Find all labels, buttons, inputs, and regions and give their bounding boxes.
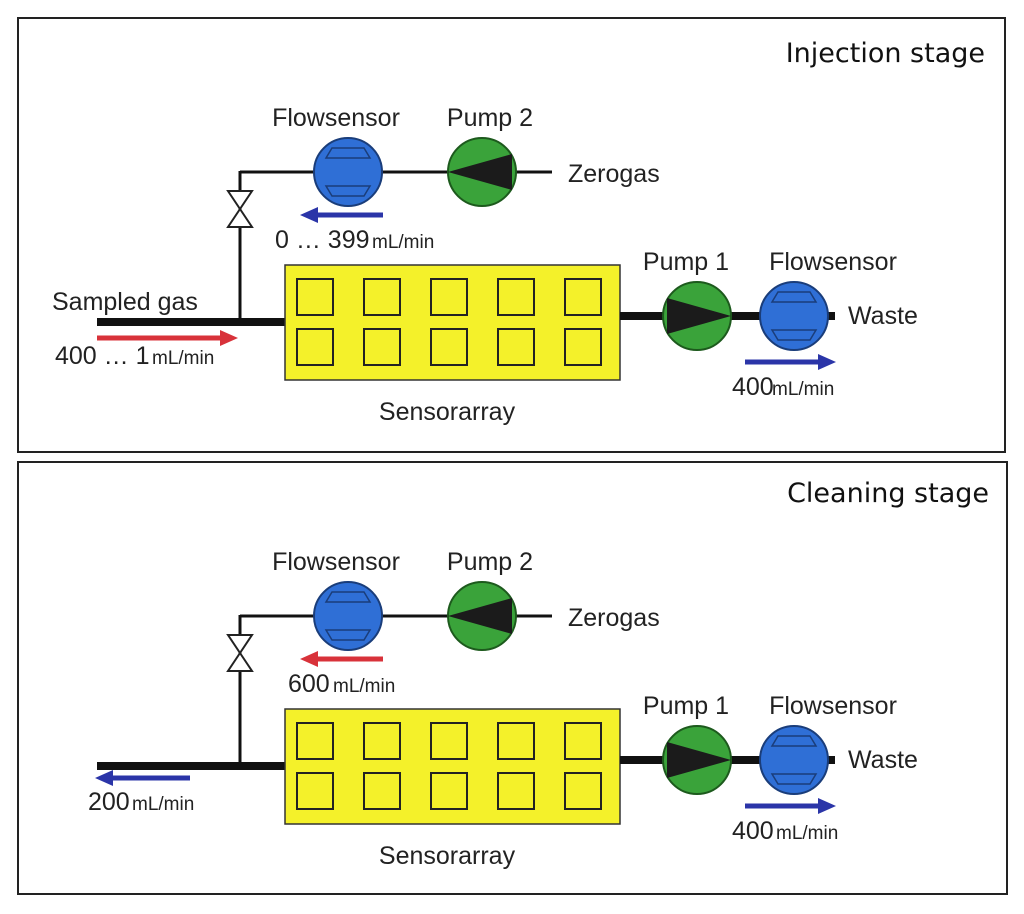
right-flowsensor bbox=[759, 725, 829, 795]
pump-2 bbox=[447, 581, 517, 651]
arrow-head-icon bbox=[818, 354, 836, 370]
sensor-cell bbox=[363, 722, 401, 760]
top-flow-value: 600 bbox=[288, 670, 330, 698]
inlet-label: Sampled gas bbox=[52, 288, 198, 316]
inlet-flow-unit: mL/min bbox=[152, 348, 214, 369]
arrow-head-icon bbox=[220, 330, 238, 346]
pump-triangle-icon bbox=[448, 598, 512, 634]
flowsensor-bottom-mark bbox=[770, 773, 818, 785]
pump-triangle-icon bbox=[667, 742, 731, 778]
sensor-cell bbox=[296, 328, 334, 366]
sensor-cell bbox=[564, 722, 602, 760]
flowsensor-bottom-mark bbox=[770, 329, 818, 341]
panel-frame bbox=[17, 17, 1006, 453]
right-flowsensor bbox=[759, 281, 829, 351]
sensor-cell bbox=[296, 772, 334, 810]
flowsensor-body bbox=[759, 725, 829, 795]
outlet-flow-unit: mL/min bbox=[772, 379, 834, 400]
arrow-head-icon bbox=[300, 651, 318, 667]
waste-label: Waste bbox=[848, 746, 918, 774]
pump-1 bbox=[662, 281, 732, 351]
stage-title: Cleaning stage bbox=[787, 478, 989, 509]
arrow-head-icon bbox=[95, 770, 113, 786]
pump1-label: Pump 1 bbox=[643, 692, 729, 720]
sensor-cell bbox=[296, 278, 334, 316]
valve-icon bbox=[226, 634, 254, 672]
flowsensor-top-mark bbox=[770, 291, 818, 303]
sensor-cell bbox=[430, 328, 468, 366]
sensor-cell bbox=[497, 328, 535, 366]
right-flowsensor-label: Flowsensor bbox=[769, 692, 897, 720]
valve-icon bbox=[226, 190, 254, 228]
flowsensor-body bbox=[313, 137, 383, 207]
right-flowsensor-label: Flowsensor bbox=[769, 248, 897, 276]
sensorarray bbox=[284, 708, 621, 825]
top-flowsensor bbox=[313, 137, 383, 207]
arrow-head-icon bbox=[818, 798, 836, 814]
waste-label: Waste bbox=[848, 302, 918, 330]
top-flow-value: 0 … 399 bbox=[275, 226, 370, 254]
sensor-cell bbox=[497, 722, 535, 760]
pump1-label: Pump 1 bbox=[643, 248, 729, 276]
outlet-flow-unit: mL/min bbox=[776, 823, 838, 844]
inlet-flow-arrow bbox=[97, 330, 238, 346]
flowsensor-bottom-mark bbox=[324, 629, 372, 641]
top-flow-arrow bbox=[300, 207, 383, 223]
sensor-cell bbox=[363, 328, 401, 366]
outlet-flow-arrow bbox=[745, 798, 836, 814]
pump-1 bbox=[662, 725, 732, 795]
pump2-label: Pump 2 bbox=[447, 104, 533, 132]
sensor-cell bbox=[363, 278, 401, 316]
top-flowsensor-label: Flowsensor bbox=[272, 104, 400, 132]
flowsensor-bottom-mark bbox=[324, 185, 372, 197]
sensor-cell bbox=[564, 278, 602, 316]
sensor-cell bbox=[430, 772, 468, 810]
sensor-cell bbox=[497, 278, 535, 316]
zerogas-label: Zerogas bbox=[568, 604, 660, 632]
sensor-cell bbox=[564, 328, 602, 366]
zerogas-label: Zerogas bbox=[568, 160, 660, 188]
pump-triangle-icon bbox=[667, 298, 731, 334]
outlet-flow-arrow bbox=[745, 354, 836, 370]
flowsensor-top-mark bbox=[324, 147, 372, 159]
outlet-flow-value: 400 bbox=[732, 373, 774, 401]
sensor-cell bbox=[430, 722, 468, 760]
top-flowsensor bbox=[313, 581, 383, 651]
inlet-flow-value: 200 bbox=[88, 788, 130, 816]
sensor-cell bbox=[296, 722, 334, 760]
top-flow-unit: mL/min bbox=[333, 676, 395, 697]
top-flow-arrow bbox=[300, 651, 383, 667]
sensorarray bbox=[284, 264, 621, 381]
flowsensor-top-mark bbox=[324, 591, 372, 603]
inlet-flow-unit: mL/min bbox=[132, 794, 194, 815]
sensor-cell bbox=[430, 278, 468, 316]
arrow-head-icon bbox=[300, 207, 318, 223]
flowsensor-body bbox=[313, 581, 383, 651]
sensor-cell bbox=[497, 772, 535, 810]
stage-title: Injection stage bbox=[786, 38, 985, 69]
sensorarray-label: Sensorarray bbox=[379, 398, 516, 426]
pump-2 bbox=[447, 137, 517, 207]
sensor-cell bbox=[564, 772, 602, 810]
sensor-cell bbox=[363, 772, 401, 810]
pump-triangle-icon bbox=[448, 154, 512, 190]
inlet-flow-value: 400 … 1 bbox=[55, 342, 150, 370]
flowsensor-top-mark bbox=[770, 735, 818, 747]
flowsensor-body bbox=[759, 281, 829, 351]
top-flowsensor-label: Flowsensor bbox=[272, 548, 400, 576]
pump2-label: Pump 2 bbox=[447, 548, 533, 576]
outlet-flow-value: 400 bbox=[732, 817, 774, 845]
top-flow-unit: mL/min bbox=[372, 232, 434, 253]
inlet-flow-arrow bbox=[95, 770, 190, 786]
sensorarray-label: Sensorarray bbox=[379, 842, 516, 870]
panel-frame bbox=[17, 461, 1008, 895]
